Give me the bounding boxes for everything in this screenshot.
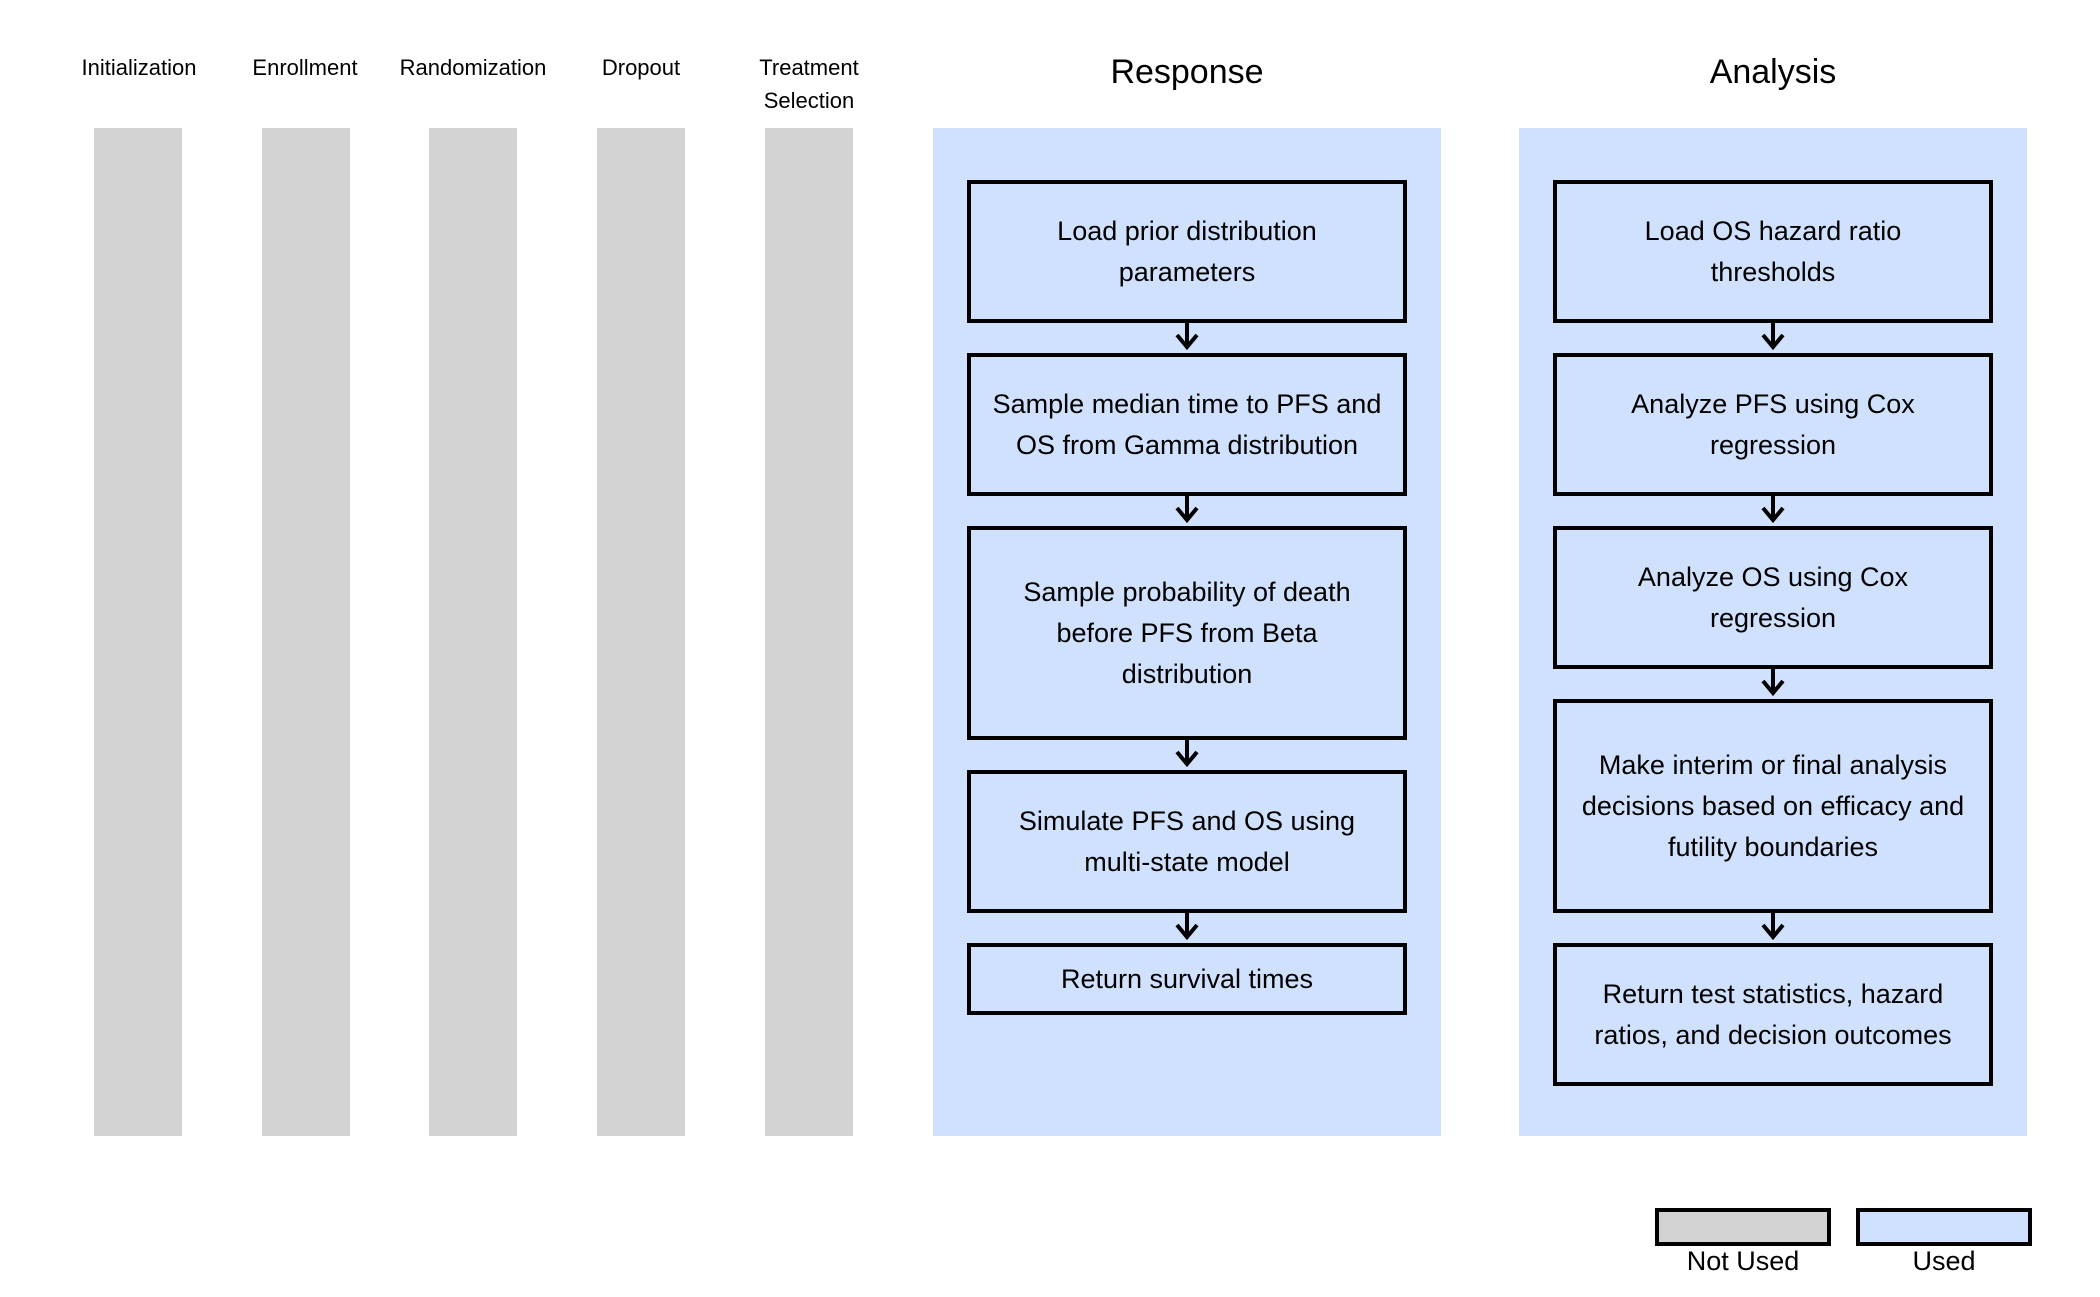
- response-step-load-prior: Load prior distribution parameters: [967, 180, 1407, 323]
- arrow-icon: [1175, 736, 1199, 768]
- legend-label-used: Used: [1912, 1246, 1976, 1276]
- legend-label-not-used: Not Used: [1686, 1246, 1800, 1276]
- stage-label-analysis: Analysis: [1709, 53, 1837, 91]
- stage-label-enrollment: Enrollment: [252, 55, 358, 80]
- response-step-simulate: Simulate PFS and OS using multi-state mo…: [967, 770, 1407, 913]
- arrow-icon: [1175, 492, 1199, 524]
- stage-label-dropout: Dropout: [601, 55, 681, 80]
- stage-label-response: Response: [1110, 53, 1264, 91]
- arrow-icon: [1175, 319, 1199, 351]
- analysis-step-1-text: Load OS hazard ratio thresholds: [1644, 215, 1902, 287]
- response-step-sample-median: Sample median time to PFS and OS from Ga…: [967, 353, 1407, 496]
- analysis-step-2-text: Analyze PFS using Cox regression: [1631, 388, 1915, 460]
- stage-bar-enrollment: [262, 128, 350, 1136]
- stage-bar-treatment-selection: [765, 128, 853, 1136]
- stage-bar-dropout: [597, 128, 685, 1136]
- response-step-1-text: Load prior distribution parameters: [1057, 215, 1317, 287]
- stage-bar-initialization: [94, 128, 182, 1136]
- arrow-icon: [1761, 909, 1785, 941]
- analysis-step-4-text: Make interim or final analysis decisions…: [1581, 749, 1965, 862]
- analysis-step-return: Return test statistics, hazard ratios, a…: [1553, 943, 1993, 1086]
- response-step-3-text: Sample probability of death before PFS f…: [1023, 576, 1351, 689]
- analysis-step-decisions: Make interim or final analysis decisions…: [1553, 699, 1993, 913]
- analysis-step-analyze-os: Analyze OS using Cox regression: [1553, 526, 1993, 669]
- response-step-4-text: Simulate PFS and OS using multi-state mo…: [1018, 805, 1356, 877]
- arrow-icon: [1761, 492, 1785, 524]
- response-step-sample-probability: Sample probability of death before PFS f…: [967, 526, 1407, 740]
- analysis-step-5-text: Return test statistics, hazard ratios, a…: [1594, 978, 1952, 1050]
- stage-label-treatment-selection: Treatment Selection: [759, 55, 859, 113]
- analysis-step-load-thresholds: Load OS hazard ratio thresholds: [1553, 180, 1993, 323]
- analysis-step-analyze-pfs: Analyze PFS using Cox regression: [1553, 353, 1993, 496]
- legend-swatch-not-used: [1655, 1208, 1831, 1246]
- analysis-step-3-text: Analyze OS using Cox regression: [1637, 561, 1909, 633]
- stage-bar-randomization: [429, 128, 517, 1136]
- legend-swatch-used: [1856, 1208, 2032, 1246]
- response-step-5-text: Return survival times: [1060, 963, 1314, 994]
- response-step-2-text: Sample median time to PFS and OS from Ga…: [992, 388, 1382, 460]
- response-step-return: Return survival times: [967, 943, 1407, 1015]
- arrow-icon: [1175, 909, 1199, 941]
- analysis-panel: Load OS hazard ratio thresholds Analyze …: [1519, 128, 2027, 1136]
- arrow-icon: [1761, 665, 1785, 697]
- stage-label-randomization: Randomization: [399, 55, 547, 80]
- stage-label-initialization: Initialization: [81, 55, 197, 80]
- arrow-icon: [1761, 319, 1785, 351]
- response-panel: Load prior distribution parameters Sampl…: [933, 128, 1441, 1136]
